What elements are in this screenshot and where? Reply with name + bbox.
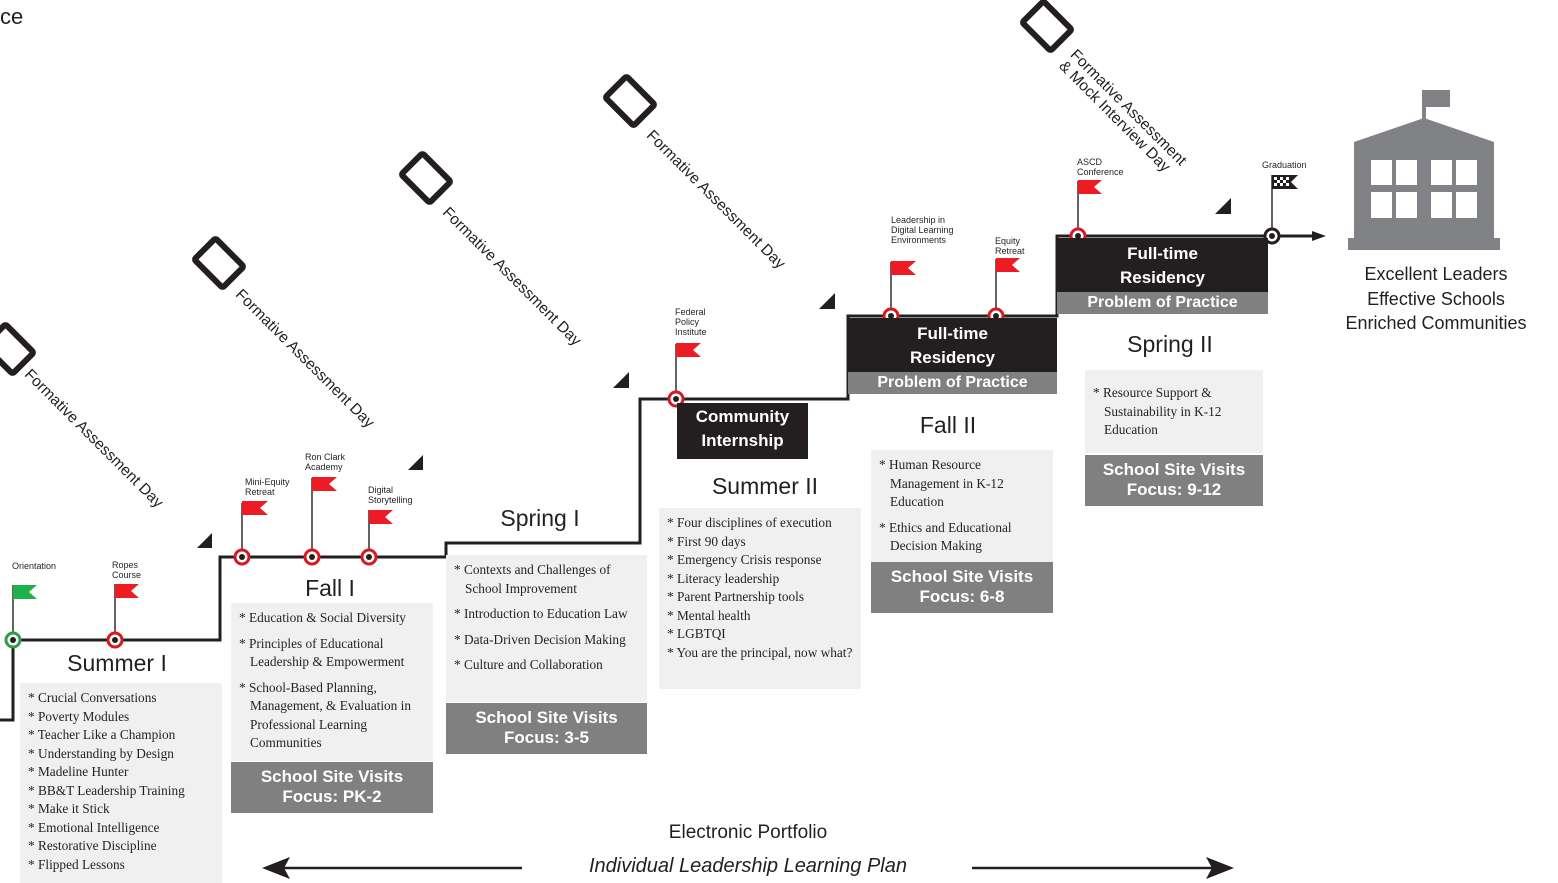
course-item: Emotional Intelligence [28,819,218,838]
fall2-course-list: Human Resource Management in K-12 Educat… [871,450,1053,563]
visits-focus: Focus: 9-12 [1126,480,1222,499]
ascd-flag-icon [1078,180,1102,194]
milestone-mini-equity: Mini-Equity Retreat [245,477,290,497]
course-item: Four disciplines of execution [667,514,857,533]
course-item: Human Resource Management in K-12 Educat… [879,456,1049,512]
federal-policy-flag-icon [676,343,701,357]
course-item: School-Based Planning, Management, & Eva… [239,679,429,753]
residency-line1: Full-time [917,324,988,343]
leadership-digital-flag-icon [891,261,916,275]
course-item: First 90 days [667,533,857,552]
residency-line2: Residency [1119,268,1206,287]
assessment-tablet-icons [0,0,1074,376]
milestone-federal-policy: Federal Policy Institute [675,307,707,337]
residency-box-spring2: Full-time Residency Problem of Practice [1057,238,1268,314]
left-arrow-icon [262,857,290,879]
residency-box-fall2: Full-time Residency Problem of Practice [848,318,1057,394]
course-item: Literacy leadership [667,570,857,589]
fall1-course-list: Education & Social DiversityPrinciples o… [231,603,433,761]
term-summer-1: Summer I [67,650,167,676]
problem-of-practice-label: Problem of Practice [848,372,1057,394]
header-fragment: ce [0,4,24,29]
course-item: BB&T Leadership Training [28,782,218,801]
milestone-leadership-digital: Leadership in Digital Learning Environme… [891,215,954,245]
milestone-digital-story: Digital Storytelling [368,485,413,505]
portfolio-title: Electronic Portfolio [668,822,828,843]
outcome-schools: Effective Schools [1367,288,1505,309]
internship-line2: Internship [701,431,784,450]
spring1-course-list: Contexts and Challenges of School Improv… [446,555,647,702]
summer1-course-list: Crucial ConversationsPoverty ModulesTeac… [20,683,222,883]
right-arrow-icon [1206,857,1234,879]
course-item: Culture and Collaboration [454,656,643,675]
course-item: Poverty Modules [28,708,218,727]
spring2-course-list: Resource Support & Sustainability in K-1… [1085,370,1263,453]
course-item: Understanding by Design [28,745,218,764]
course-item: Restorative Discipline [28,837,218,856]
milestone-equity-retreat: Equity Retreat [995,236,1025,256]
visits-spring1: School Site Visits Focus: 3-5 [446,703,647,754]
assessment-pointer-icons [197,198,1231,548]
course-item: Flipped Lessons [28,856,218,875]
course-item: Principles of Educational Leadership & E… [239,635,429,672]
residency-line1: Full-time [1127,244,1198,263]
school-windows [1371,160,1477,218]
visits-title: School Site Visits [475,708,618,727]
orientation-flag-icon [13,585,37,599]
outcome-leaders: Excellent Leaders [1364,264,1508,284]
ron-clark-flag-icon [312,477,337,491]
summer2-course-list: Four disciplines of executionFirst 90 da… [659,508,861,689]
visits-spring2: School Site Visits Focus: 9-12 [1085,455,1263,506]
milestone-ascd: ASCD Conference [1077,157,1124,177]
term-fall-1: Fall I [305,575,355,601]
visits-title: School Site Visits [890,567,1034,586]
visits-title: School Site Visits [260,767,404,786]
visits-focus: Focus: PK-2 [282,787,382,806]
visits-fall2: School Site Visits Focus: 6-8 [871,562,1053,613]
arrowhead-icon [1312,231,1326,241]
outcome-communities: Enriched Communities [1345,313,1527,333]
ropes-flag-icon [115,584,139,598]
course-item: Parent Partnership tools [667,588,857,607]
course-item: Education & Social Diversity [239,609,429,628]
course-item: LGBTQI [667,625,857,644]
course-item: Resource Support & Sustainability in K-1… [1093,384,1259,440]
mini-equity-flag-icon [242,501,268,515]
course-item: Teacher Like a Champion [28,726,218,745]
community-internship-box: Community Internship [677,403,808,459]
course-item: Contexts and Challenges of School Improv… [454,561,643,598]
visits-focus: Focus: 6-8 [919,587,1005,606]
term-spring-2: Spring II [1127,331,1213,357]
course-item: You are the principal, now what? [667,644,857,663]
course-item: Make it Stick [28,800,218,819]
internship-line1: Community [695,407,790,426]
course-item: Ethics and Educational Decision Making [879,519,1049,556]
term-spring-1: Spring I [500,505,580,531]
course-item: Emergency Crisis response [667,551,857,570]
course-item: Mental health [667,607,857,626]
graduation-flag-icon [1272,175,1298,189]
visits-fall1: School Site Visits Focus: PK-2 [231,762,433,813]
outcomes-list: Excellent Leaders Effective Schools Enri… [1326,262,1546,336]
portfolio-subtitle: Individual Leadership Learning Plan [588,855,907,877]
course-item: Data-Driven Decision Making [454,631,643,650]
milestone-orientation: Orientation [12,561,57,571]
school-door-icon [1417,190,1431,238]
term-fall-2: Fall II [919,412,977,438]
visits-title: School Site Visits [1102,460,1246,479]
course-item: Madeline Hunter [28,763,218,782]
term-summer-2: Summer II [711,473,819,499]
problem-of-practice-label: Problem of Practice [1057,292,1268,314]
equity-retreat-flag-icon [996,258,1020,272]
residency-line2: Residency [909,348,996,367]
milestone-ron-clark: Ron Clark Academy [305,452,346,472]
course-item: Crucial Conversations [28,689,218,708]
milestone-ropes: Ropes Course [112,560,142,580]
visits-focus: Focus: 3-5 [503,728,590,747]
digital-story-flag-icon [369,510,393,524]
milestone-graduation: Graduation [1262,160,1307,170]
course-item: Introduction to Education Law [454,605,643,624]
